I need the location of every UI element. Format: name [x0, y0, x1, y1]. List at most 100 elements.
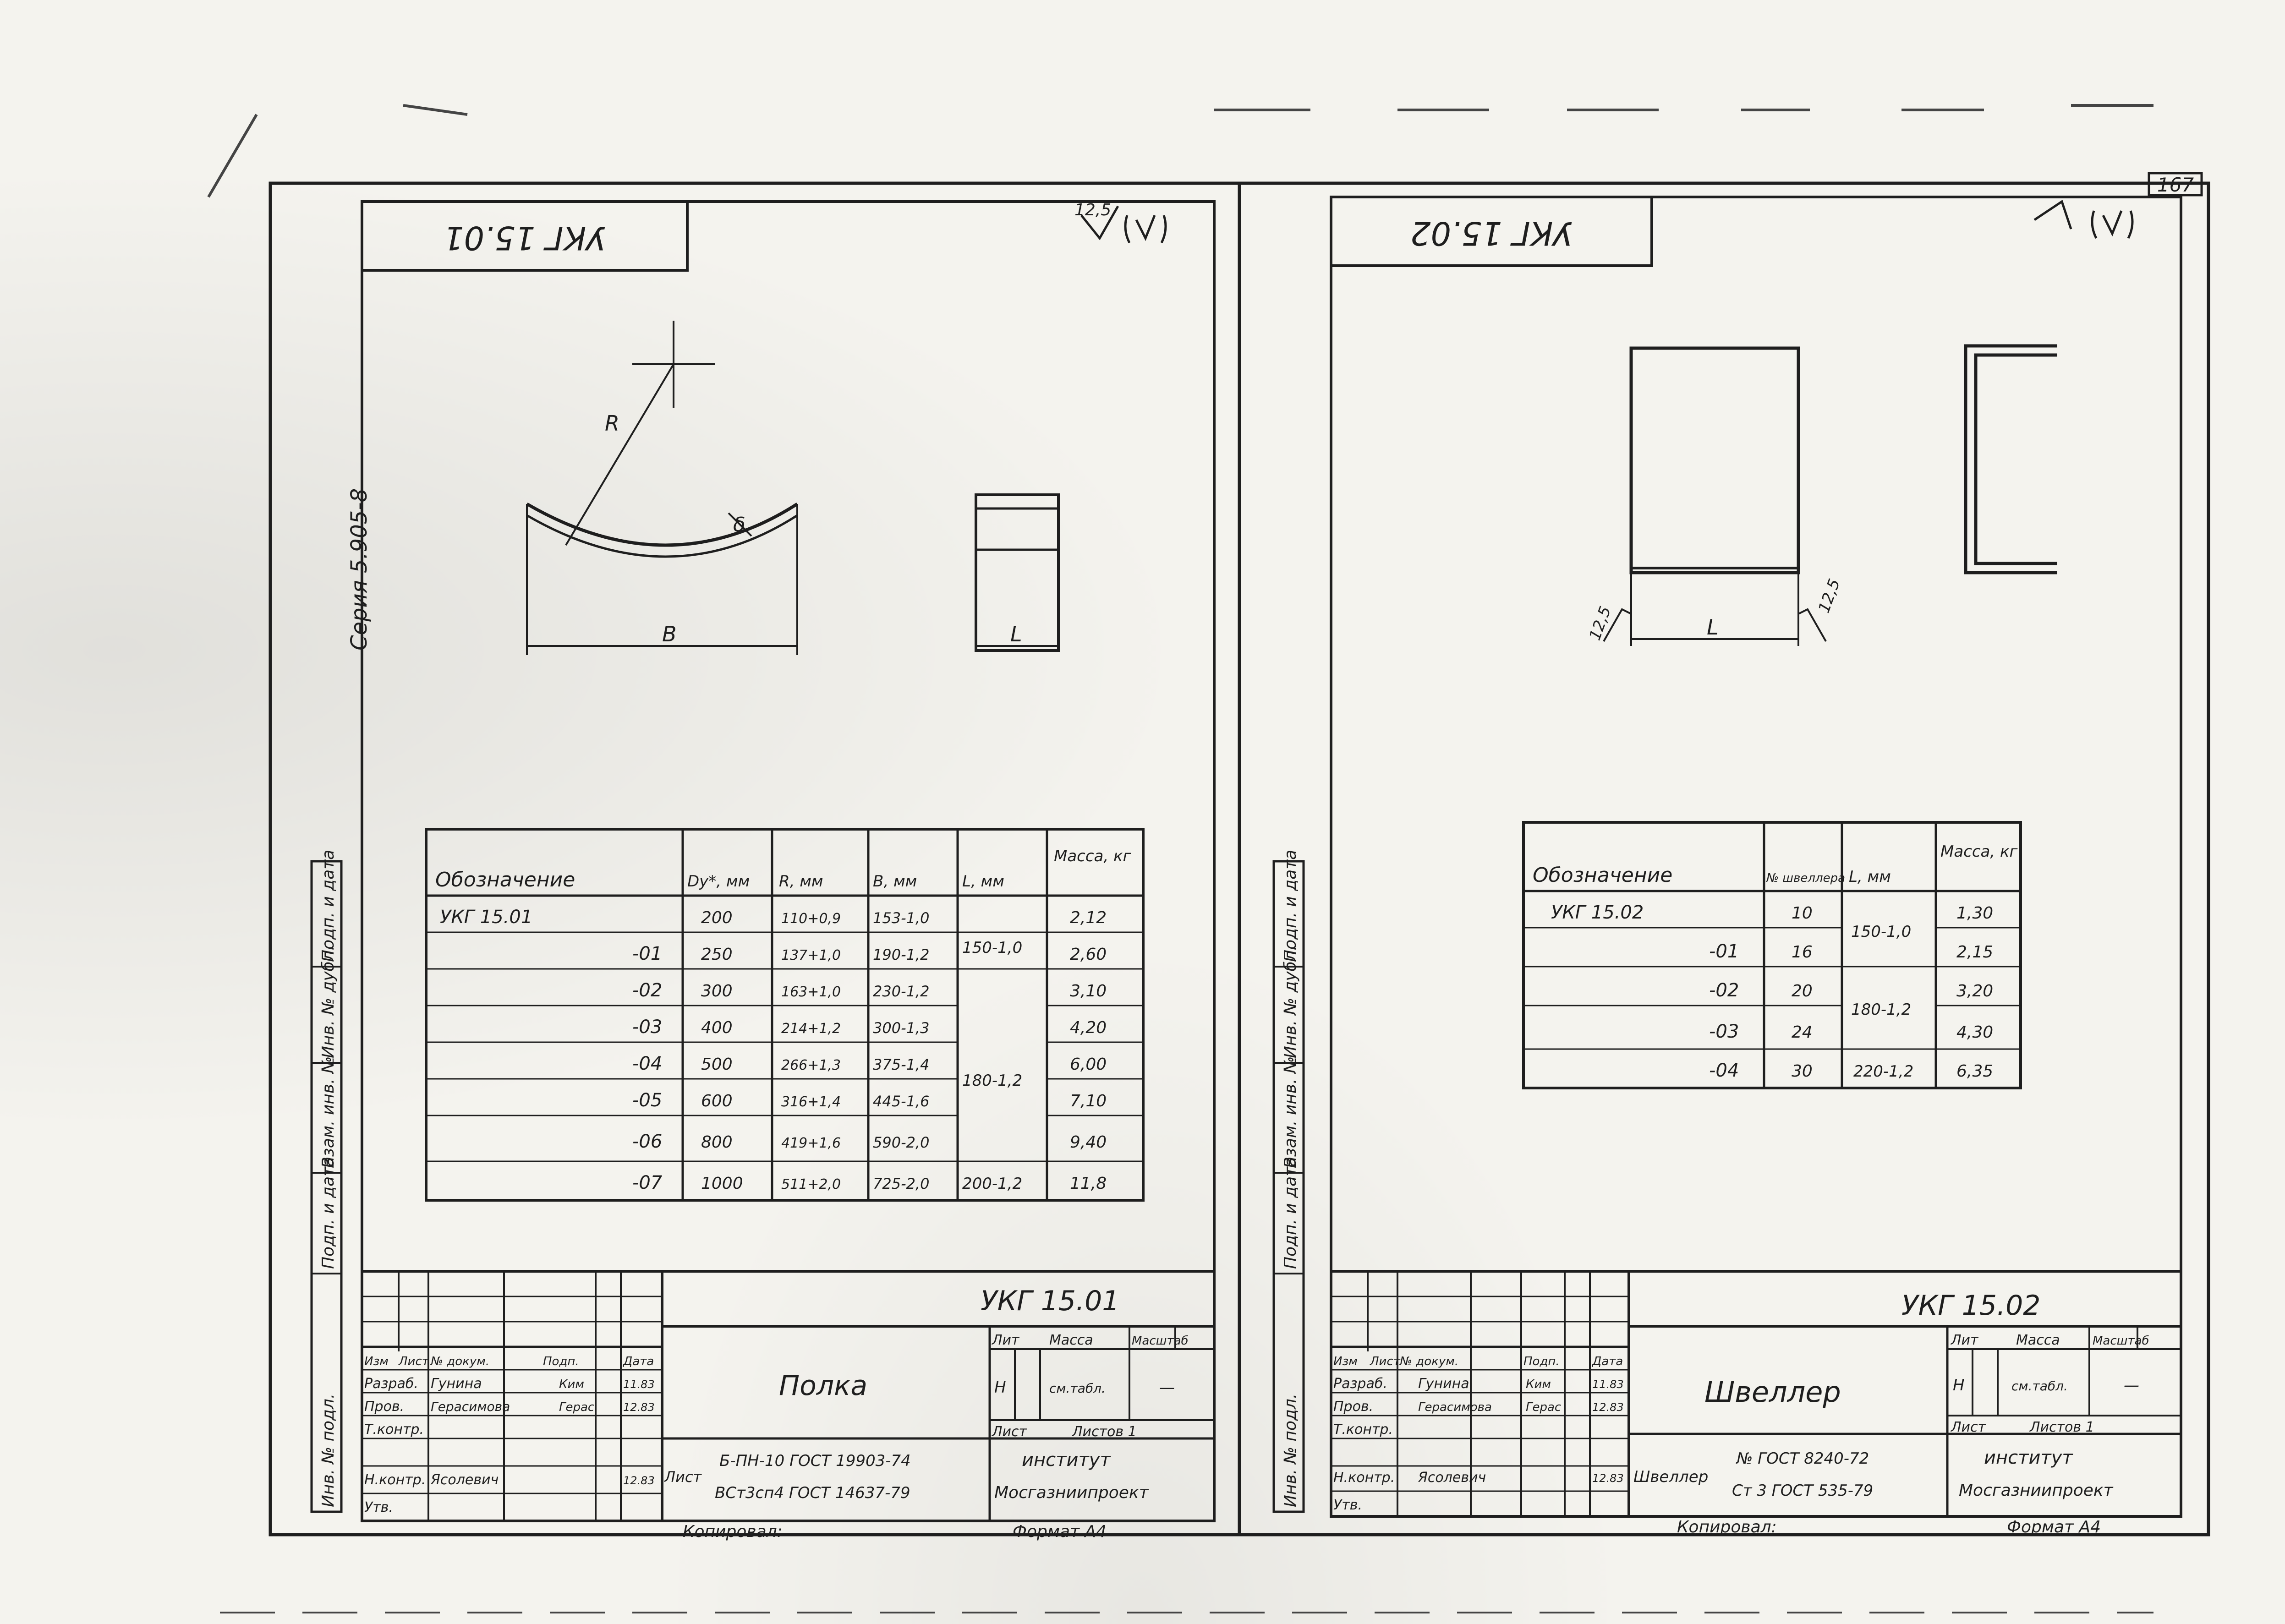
row-b: 300-1,3 [873, 1019, 930, 1037]
header-channel-no: № швеллера [1765, 871, 1845, 885]
col-header: Лист [1370, 1355, 1401, 1368]
part-name: Полка [779, 1370, 867, 1402]
org-line-1: институт [1984, 1447, 2073, 1468]
roughness-value: 12,5 [1815, 576, 1844, 615]
sign-date: 12.83 [1592, 1472, 1624, 1485]
role-label: Разраб. [1333, 1376, 1387, 1392]
left-sheet: УКГ 15.01 12,5 Серия 5.905-8 R δ [310, 200, 1216, 1541]
roughness-value: 12,5 [1586, 604, 1615, 643]
left-top-stamp-box [361, 200, 689, 272]
l-merged-1: 150-1,0 [1851, 923, 1911, 941]
side-label-3: Взам. инв. № [1281, 1056, 1300, 1168]
row-r: 214+1,2 [781, 1021, 841, 1037]
format-label: Формат А4 [1013, 1522, 1107, 1541]
material-line-2: ВСт3сп4 ГОСТ 14637-79 [715, 1484, 910, 1502]
role-label: Пров. [364, 1399, 404, 1415]
side-label-3: Взам. инв. № [319, 1056, 338, 1168]
part-name: Швеллер [1704, 1375, 1841, 1409]
lit-value: Н [1953, 1376, 1965, 1394]
side-label-5: Инв. № подл. [319, 1394, 338, 1507]
row-b: 590-2,0 [873, 1134, 930, 1151]
role-label: Утв. [1333, 1497, 1362, 1513]
row-designation: УКГ 15.01 [440, 907, 532, 928]
col-header: Подп. [1523, 1355, 1560, 1368]
header-r: R, мм [779, 872, 823, 891]
row-no: 16 [1792, 943, 1813, 962]
col-header: Дата [1592, 1355, 1623, 1368]
row-designation: -05 [632, 1090, 662, 1111]
row-mass: 11,8 [1070, 1174, 1107, 1193]
role-label: Т.контр. [1333, 1422, 1393, 1438]
material-line-1: Б-ПН-10 ГОСТ 19903-74 [719, 1452, 911, 1470]
row-b: 153-1,0 [873, 909, 930, 927]
width-label: B [662, 622, 677, 646]
row-mass: 1,30 [1956, 904, 1993, 923]
org-line-2: Мосгазниипроект [1959, 1481, 2114, 1500]
side-label-2: Инв. № дубл. [319, 946, 338, 1058]
side-label-2: Инв. № дубл. [1281, 946, 1300, 1058]
person-name: Герасимова [431, 1399, 510, 1414]
sheets-label: Листов 1 [1072, 1424, 1137, 1440]
sheet-label: Лист [992, 1424, 1028, 1440]
col-header: Дата [623, 1355, 654, 1368]
roughness-symbol [1080, 205, 1167, 244]
row-b: 725-2,0 [873, 1175, 930, 1192]
signature: Ким [559, 1378, 584, 1391]
side-label-5: Инв. № подл. [1281, 1394, 1300, 1507]
person-name: Ясолевич [430, 1472, 499, 1488]
channel-part-drawing [1603, 344, 2057, 646]
header-l: L, мм [1849, 868, 1891, 886]
left-binding-column: Подп. и дата Инв. № дубл. Взам. инв. № П… [310, 850, 343, 1513]
shelf-part-drawing [526, 321, 1060, 655]
right-sheet: УКГ 15.02 12,5 12,5 L Подп. и да [1272, 196, 2182, 1537]
length-label: L [1010, 622, 1022, 646]
left-title-block: Изм Лист № докум. Подп. Дата Разраб. Гун… [361, 1270, 1216, 1541]
radius-label: R [605, 411, 619, 436]
sign-date: 11.83 [623, 1378, 655, 1391]
l-merged-2: 180-1,2 [1851, 1001, 1911, 1019]
left-top-stamp: УКГ 15.01 [444, 219, 606, 257]
row-dy: 1000 [701, 1174, 743, 1193]
left-spec-table: Обозначение Dy*, мм R, мм B, мм L, мм Ма… [425, 828, 1145, 1202]
header-mass: Масса, кг [1054, 847, 1132, 865]
l-merged-3: 200-1,2 [962, 1175, 1022, 1193]
material-prefix: Швеллер [1633, 1468, 1708, 1486]
material-label: Лист [664, 1468, 702, 1486]
copied-label: Копировал: [1677, 1518, 1777, 1537]
row-designation: -04 [632, 1053, 662, 1074]
right-binding-column: Подп. и дата Инв. № дубл. Взам. инв. № П… [1272, 850, 1305, 1513]
scale-value: — [2124, 1376, 2139, 1394]
mass-value: см.табл. [1049, 1381, 1106, 1396]
row-mass: 2,15 [1956, 943, 1993, 962]
mass-label: Масса [1049, 1332, 1093, 1348]
row-designation: -06 [632, 1131, 662, 1152]
row-dy: 200 [701, 908, 733, 927]
row-mass: 6,00 [1070, 1055, 1107, 1074]
signature: Герас [1526, 1400, 1561, 1414]
l-merged-2: 180-1,2 [962, 1072, 1022, 1090]
row-mass: 4,20 [1070, 1018, 1107, 1037]
header-designation: Обозначение [1533, 864, 1672, 887]
row-r: 316+1,4 [781, 1094, 841, 1110]
page-number-box [2148, 172, 2203, 197]
scale-label: Масштаб [2093, 1334, 2149, 1348]
right-inner-frame [1330, 196, 2182, 1518]
side-label-1: Подп. и дата [319, 850, 338, 962]
material-line-2: Ст 3 ГОСТ 535-79 [1732, 1482, 1873, 1500]
format-label: Формат А4 [2007, 1518, 2101, 1537]
header-mass: Масса, кг [1940, 842, 2018, 861]
row-mass: 9,40 [1070, 1133, 1107, 1152]
page-number: 167 [2157, 174, 2194, 196]
org-line-1: институт [1022, 1449, 1111, 1471]
mass-value: см.табл. [2011, 1378, 2068, 1394]
row-mass: 3,10 [1070, 982, 1107, 1001]
side-label-4: Подп. и дата [319, 1157, 338, 1269]
lit-value: Н [994, 1378, 1006, 1397]
lit-label: Лит [1951, 1332, 1979, 1348]
col-header: № докум. [430, 1355, 489, 1368]
row-l: 220-1,2 [1853, 1062, 1913, 1081]
doc-code: УКГ 15.01 [981, 1285, 1119, 1317]
row-no: 30 [1792, 1062, 1813, 1081]
row-designation: -03 [1709, 1021, 1739, 1042]
